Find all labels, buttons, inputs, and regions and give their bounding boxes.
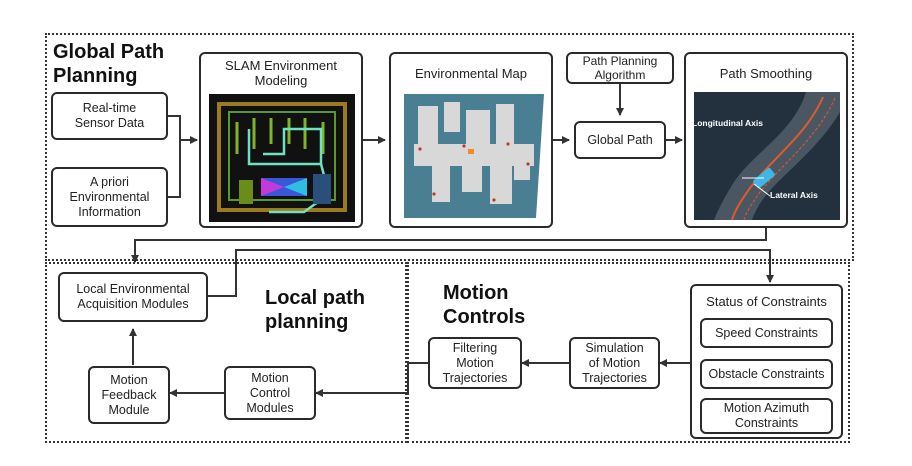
global-path-box: Global Path [574, 121, 666, 159]
obstacle-constraints-box: Obstacle Constraints [700, 359, 833, 389]
motion-controls-region [407, 262, 850, 443]
longitudinal-axis-label: Longitudinal Axis [692, 118, 763, 128]
global-path-planning-region [45, 33, 854, 261]
path-smoothing-panel: Path Smoothing Longitudinal Axis Lateral… [684, 52, 848, 228]
speed-constraints-box: Speed Constraints [700, 318, 833, 348]
apriori-information-box: A priori Environmental Information [51, 167, 168, 227]
slam-pointcloud-image [209, 94, 355, 222]
environmental-map-title: Environmental Map [415, 66, 527, 81]
environmental-map-panel: Environmental Map [389, 52, 553, 228]
path-smoothing-title: Path Smoothing [719, 66, 813, 81]
occupancy-map-image [404, 94, 544, 218]
simulation-motion-trajectories-box: Simulation of Motion Trajectories [569, 337, 660, 389]
status-of-constraints-title: Status of Constraints [706, 294, 827, 309]
local-environmental-acquisition-box: Local Environmental Acquisition Modules [58, 272, 208, 322]
realtime-sensor-data-box: Real-time Sensor Data [51, 92, 168, 140]
path-planning-algorithm-box: Path Planning Algorithm [566, 52, 674, 84]
slam-title: SLAM Environment Modeling [225, 58, 337, 88]
status-of-constraints-panel: Status of Constraints Speed Constraints … [690, 284, 843, 439]
local-path-planning-region [45, 262, 407, 443]
path-smoothing-image [694, 92, 840, 220]
motion-azimuth-constraints-box: Motion Azimuth Constraints [700, 398, 833, 434]
motion-feedback-module-box: Motion Feedback Module [88, 366, 170, 424]
filtering-motion-trajectories-box: Filtering Motion Trajectories [428, 337, 522, 389]
motion-control-modules-box: Motion Control Modules [224, 366, 316, 420]
slam-modeling-panel: SLAM Environment Modeling [199, 52, 363, 228]
lateral-axis-label: Lateral Axis [770, 190, 818, 200]
